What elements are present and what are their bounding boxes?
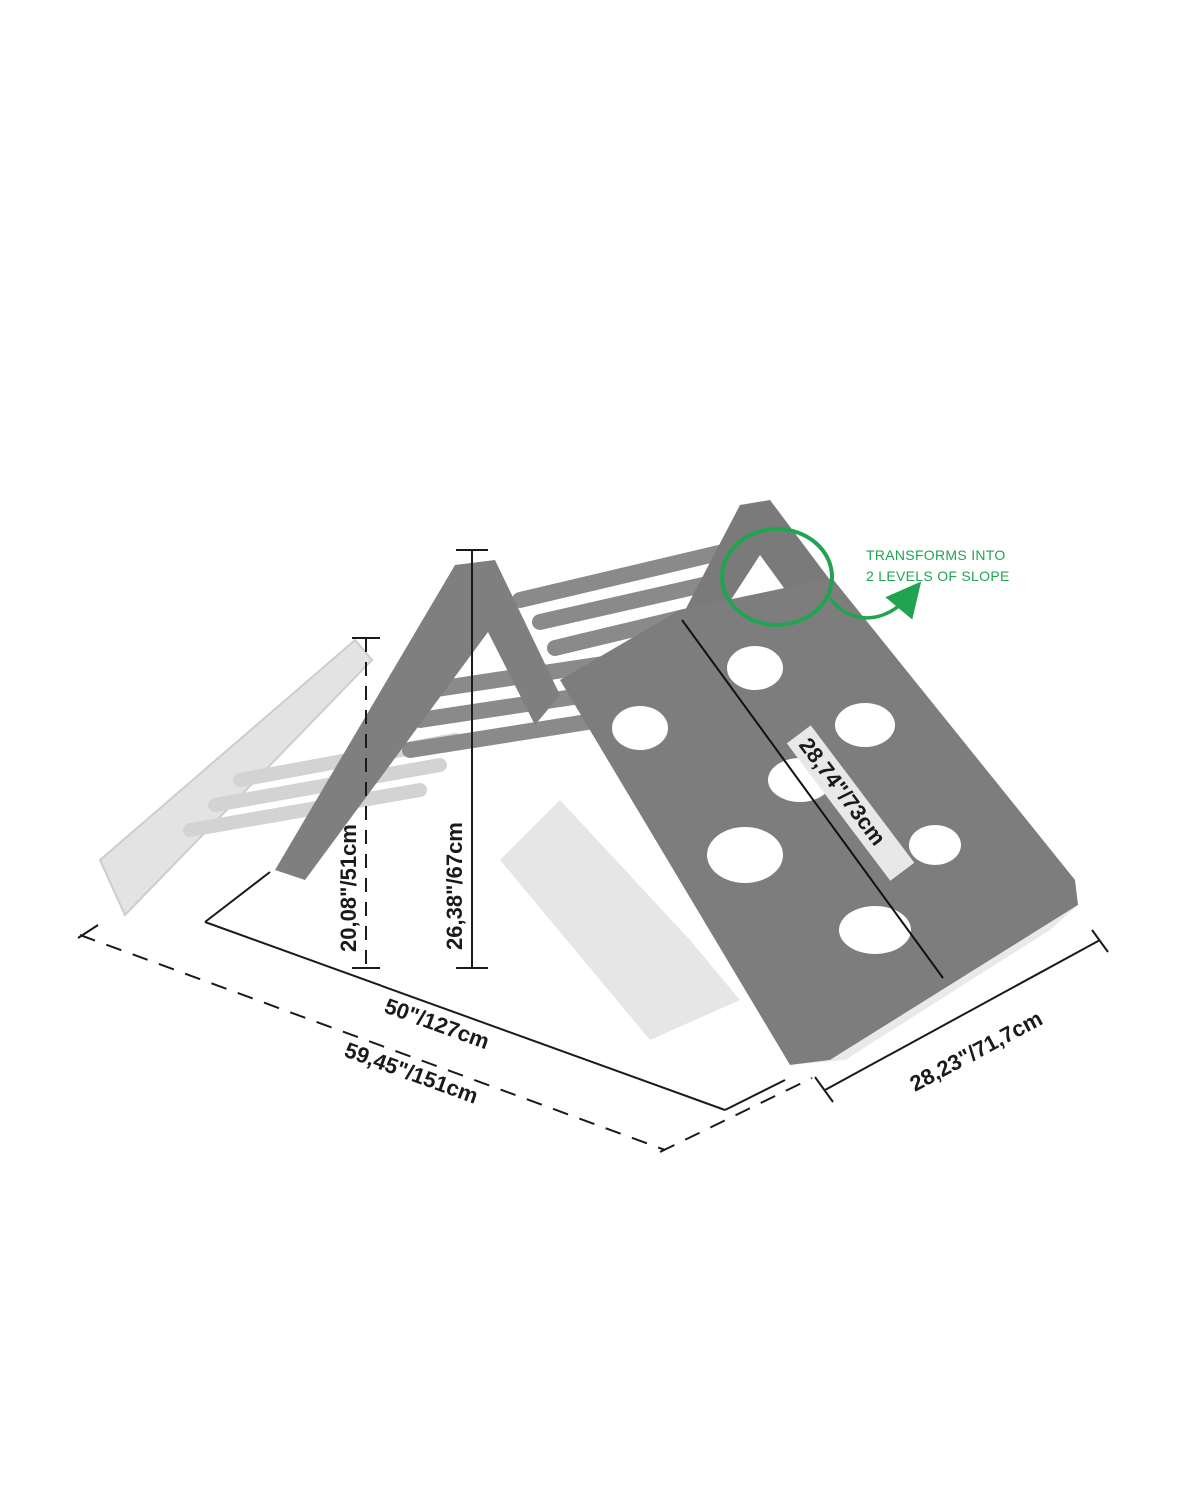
- inner-length-label: 50"/127cm: [381, 993, 492, 1054]
- ramp-hole: [909, 825, 961, 865]
- ramp-hole: [707, 827, 783, 883]
- left-a-frame: [275, 560, 560, 880]
- ramp-hole: [727, 646, 783, 690]
- total-length-tick-left: [77, 924, 99, 939]
- height-high-label: 26,38"/67cm: [442, 822, 467, 950]
- dimension-lines: [77, 549, 1109, 1153]
- width-tick-left: [814, 1076, 834, 1103]
- ramp-hole: [612, 706, 668, 750]
- callout-arrow-icon: [828, 581, 922, 620]
- hinge-highlight-circle: [720, 527, 834, 627]
- total-length-line: [79, 934, 666, 1151]
- slope-callout: TRANSFORMS INTO 2 LEVELS OF SLOPE: [720, 527, 1010, 627]
- width-tick-right: [1091, 929, 1109, 953]
- ramp-hole: [835, 703, 895, 747]
- width-label: 28,23"/71,7cm: [906, 1006, 1047, 1097]
- ramp-length-line: [681, 619, 944, 979]
- ghost-ramp: [500, 800, 740, 1040]
- inner-length-tick-right: [724, 1079, 786, 1111]
- main-frame: [275, 500, 1078, 1065]
- width-line: [824, 939, 1101, 1091]
- climbing-ramp: [560, 578, 1078, 1065]
- total-length-label: 59,45"/151cm: [341, 1037, 481, 1108]
- callout-line-2: 2 LEVELS OF SLOPE: [866, 568, 1010, 584]
- inner-length-line: [204, 921, 726, 1111]
- total-length-tick-right: [659, 1077, 813, 1153]
- ramp-length-label-bg: [786, 725, 915, 881]
- height-low-label: 20,08"/51cm: [336, 824, 361, 952]
- inner-length-tick-left: [204, 871, 271, 923]
- callout-line-1: TRANSFORMS INTO: [866, 547, 1006, 563]
- ramp-hole: [839, 906, 911, 954]
